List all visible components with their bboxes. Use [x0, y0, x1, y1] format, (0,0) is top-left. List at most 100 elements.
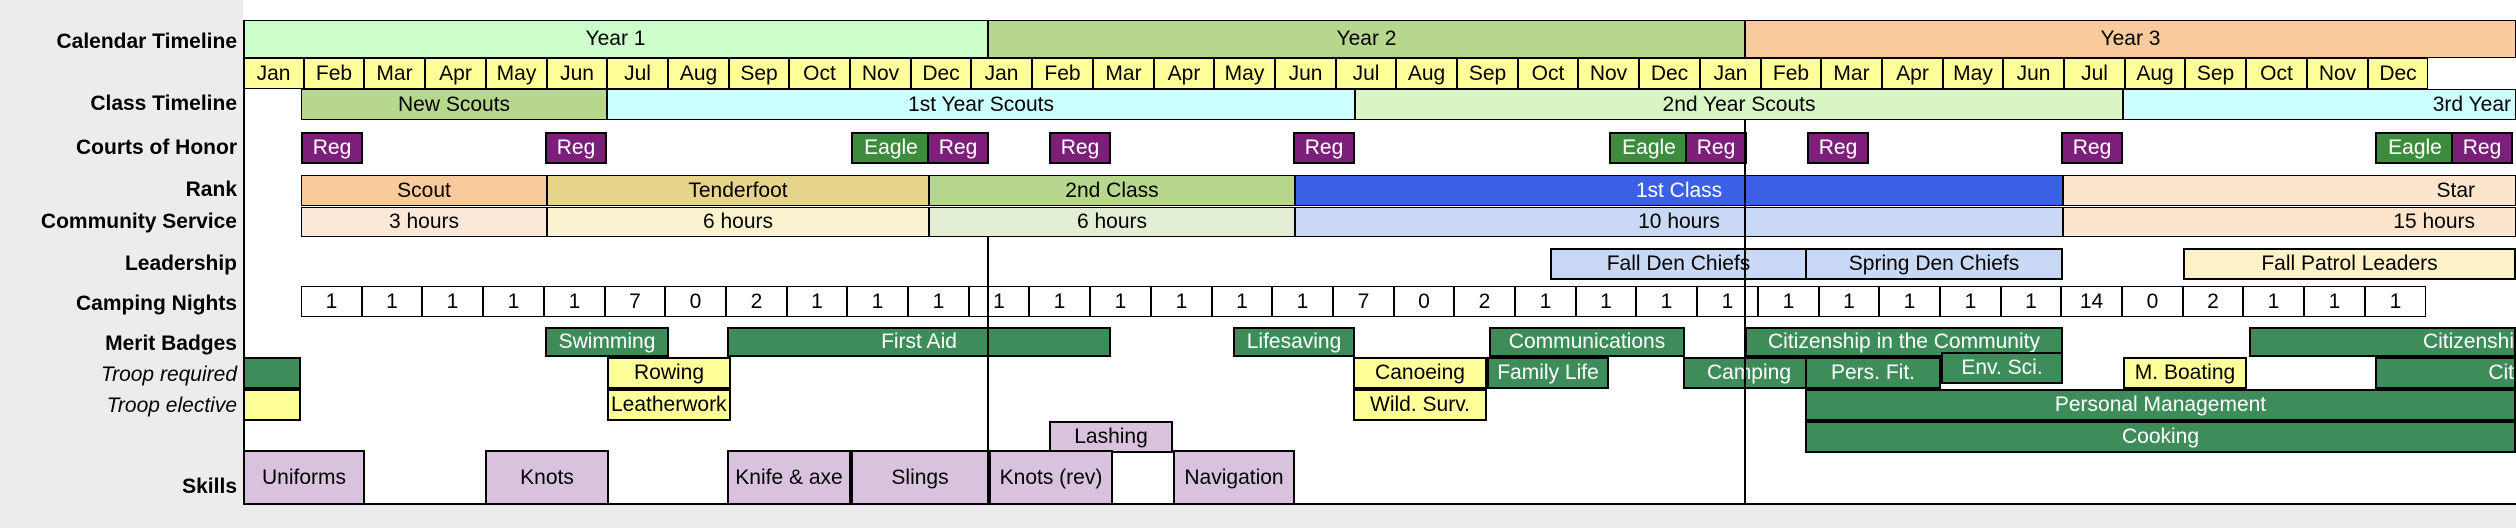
- camping-night-cell[interactable]: 1: [1879, 286, 1940, 317]
- rank-2nd-class[interactable]: 2nd Class: [929, 175, 1295, 206]
- rank-scout[interactable]: Scout: [301, 175, 547, 206]
- merit-wild-surv[interactable]: Wild. Surv.: [1353, 389, 1487, 421]
- camping-night-cell[interactable]: 1: [1090, 286, 1151, 317]
- month-cell[interactable]: Jul: [2064, 58, 2125, 89]
- merit-camping[interactable]: Camping: [1683, 357, 1815, 389]
- camping-night-cell[interactable]: 1: [1515, 286, 1576, 317]
- camping-night-cell[interactable]: 0: [2122, 286, 2183, 317]
- month-cell[interactable]: Sep: [729, 58, 789, 89]
- court-reg[interactable]: Reg: [1293, 132, 1355, 164]
- camping-night-cell[interactable]: 7: [1333, 286, 1394, 317]
- month-cell[interactable]: Jan: [243, 58, 304, 89]
- merit-pers-fit[interactable]: Pers. Fit.: [1805, 357, 1941, 389]
- month-cell[interactable]: Sep: [2185, 58, 2246, 89]
- month-cell[interactable]: Nov: [2307, 58, 2368, 89]
- month-cell[interactable]: Aug: [1396, 58, 1457, 89]
- camping-night-cell[interactable]: 0: [1394, 286, 1454, 317]
- month-cell[interactable]: Mar: [1093, 58, 1154, 89]
- month-cell[interactable]: Nov: [1578, 58, 1639, 89]
- camping-night-cell[interactable]: 1: [847, 286, 908, 317]
- camping-night-cell[interactable]: 1: [2365, 286, 2426, 317]
- merit-lifesaving[interactable]: Lifesaving: [1233, 327, 1355, 357]
- camping-night-cell[interactable]: 1: [969, 286, 1029, 317]
- service-star[interactable]: 15 hours: [2063, 207, 2516, 237]
- month-cell[interactable]: Dec: [911, 58, 971, 89]
- court-eagle[interactable]: Eagle: [2375, 132, 2455, 164]
- service-2nd-class[interactable]: 6 hours: [929, 207, 1295, 237]
- camping-night-cell[interactable]: 7: [605, 286, 665, 317]
- merit-leatherwork[interactable]: Leatherwork: [607, 389, 731, 421]
- merit-first-aid[interactable]: First Aid: [727, 327, 1111, 357]
- month-cell[interactable]: Feb: [1761, 58, 1821, 89]
- service-tenderfoot[interactable]: 6 hours: [547, 207, 929, 237]
- merit-cit-right[interactable]: Cit: [2375, 357, 2516, 389]
- merit-citizenship-right[interactable]: Citizenshi: [2249, 327, 2516, 357]
- month-cell[interactable]: Mar: [1821, 58, 1882, 89]
- rank-star[interactable]: Star: [2063, 175, 2516, 206]
- month-cell[interactable]: Dec: [1639, 58, 1700, 89]
- month-cell[interactable]: Sep: [1457, 58, 1518, 89]
- class-new-scouts[interactable]: New Scouts: [301, 89, 607, 120]
- service-scout[interactable]: 3 hours: [301, 207, 547, 237]
- camping-night-cell[interactable]: 1: [1940, 286, 2001, 317]
- camping-night-cell[interactable]: 1: [544, 286, 605, 317]
- camping-night-cell[interactable]: 1: [483, 286, 544, 317]
- camping-night-cell[interactable]: 1: [1819, 286, 1879, 317]
- court-reg[interactable]: Reg: [2451, 132, 2513, 164]
- month-cell[interactable]: Jun: [547, 58, 607, 89]
- year-1-header[interactable]: Year 1: [243, 20, 988, 58]
- camping-night-cell[interactable]: 2: [2183, 286, 2243, 317]
- skill-uniforms[interactable]: Uniforms: [243, 450, 365, 505]
- merit-swimming[interactable]: Swimming: [545, 327, 669, 357]
- month-cell[interactable]: Mar: [364, 58, 425, 89]
- month-cell[interactable]: Jan: [1700, 58, 1761, 89]
- court-reg[interactable]: Reg: [927, 132, 989, 164]
- skill-knots-rev[interactable]: Knots (rev): [989, 450, 1113, 505]
- merit-env-sci[interactable]: Env. Sci.: [1941, 352, 2063, 384]
- camping-night-cell[interactable]: 1: [301, 286, 362, 317]
- month-cell[interactable]: Oct: [789, 58, 850, 89]
- service-1st-class[interactable]: 10 hours: [1295, 207, 2063, 237]
- merit-communications[interactable]: Communications: [1489, 327, 1685, 357]
- skill-lashing[interactable]: Lashing: [1049, 421, 1173, 453]
- skill-knife-axe[interactable]: Knife & axe: [727, 450, 851, 505]
- month-cell[interactable]: Oct: [2246, 58, 2307, 89]
- class-1st-year-scouts[interactable]: 1st Year Scouts: [607, 89, 1355, 120]
- merit-troop-required-left[interactable]: [243, 357, 301, 389]
- month-cell[interactable]: Feb: [1032, 58, 1093, 89]
- camping-night-cell[interactable]: 1: [1212, 286, 1272, 317]
- month-cell[interactable]: Aug: [2125, 58, 2185, 89]
- court-eagle[interactable]: Eagle: [1609, 132, 1689, 164]
- camping-night-cell[interactable]: 1: [1029, 286, 1090, 317]
- camping-night-cell[interactable]: 2: [1454, 286, 1515, 317]
- year-3-header[interactable]: Year 3: [1745, 20, 2516, 58]
- skill-slings[interactable]: Slings: [851, 450, 989, 505]
- camping-night-cell[interactable]: 1: [2001, 286, 2061, 317]
- court-reg[interactable]: Reg: [301, 132, 363, 164]
- month-cell[interactable]: Jun: [2003, 58, 2064, 89]
- merit-troop-elective-left[interactable]: [243, 389, 301, 421]
- leadership-fall-den-chiefs[interactable]: Fall Den Chiefs: [1550, 248, 1807, 280]
- month-cell[interactable]: Feb: [304, 58, 364, 89]
- camping-night-cell[interactable]: 1: [908, 286, 969, 317]
- merit-canoeing[interactable]: Canoeing: [1353, 357, 1487, 389]
- month-cell[interactable]: Oct: [1518, 58, 1578, 89]
- court-eagle[interactable]: Eagle: [851, 132, 931, 164]
- camping-night-cell[interactable]: 1: [1151, 286, 1212, 317]
- month-cell[interactable]: Apr: [425, 58, 486, 89]
- month-cell[interactable]: Jan: [971, 58, 1032, 89]
- camping-night-cell[interactable]: 1: [2304, 286, 2365, 317]
- court-reg[interactable]: Reg: [1807, 132, 1869, 164]
- camping-night-cell[interactable]: 1: [1758, 286, 1819, 317]
- merit-cooking[interactable]: Cooking: [1805, 421, 2516, 453]
- month-cell[interactable]: Jul: [1336, 58, 1396, 89]
- month-cell[interactable]: Apr: [1882, 58, 1943, 89]
- month-cell[interactable]: May: [486, 58, 547, 89]
- court-reg[interactable]: Reg: [1685, 132, 1747, 164]
- month-cell[interactable]: May: [1943, 58, 2003, 89]
- leadership-spring-den-chiefs[interactable]: Spring Den Chiefs: [1805, 248, 2063, 280]
- camping-night-cell[interactable]: 1: [787, 286, 847, 317]
- camping-night-cell[interactable]: 1: [1636, 286, 1697, 317]
- camping-night-cell[interactable]: 1: [1697, 286, 1758, 317]
- month-cell[interactable]: Aug: [668, 58, 729, 89]
